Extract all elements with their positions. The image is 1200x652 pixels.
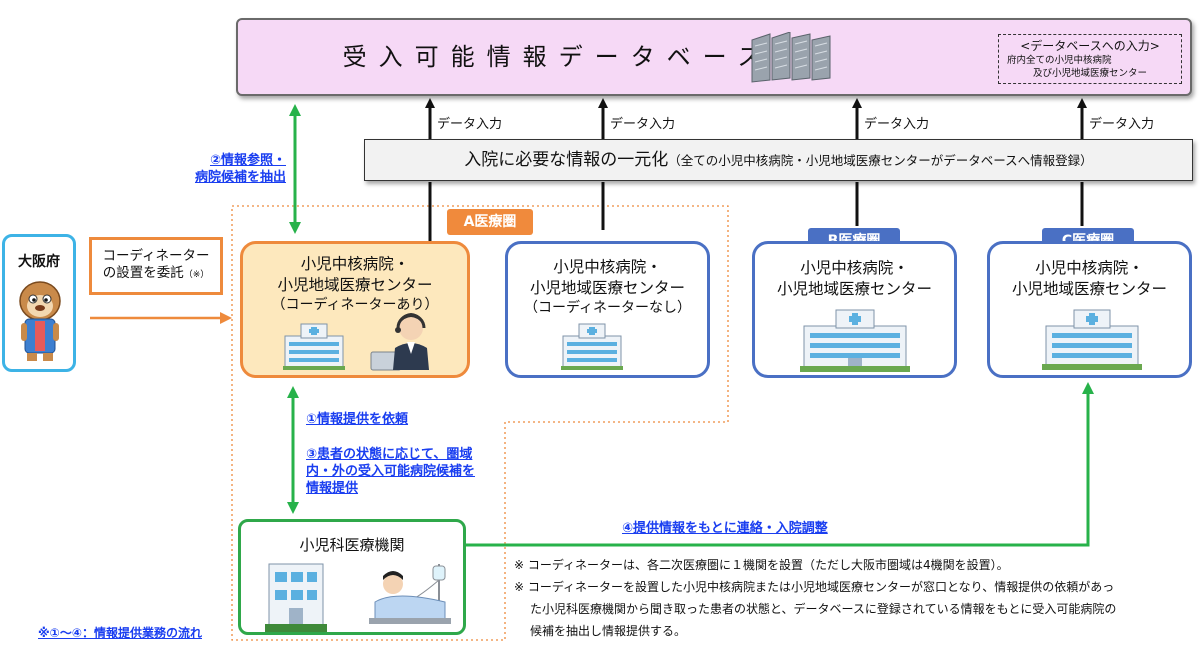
step3-line1: ③患者の状態に応じて、圏域 bbox=[306, 447, 473, 462]
data-input-label-1: データ入力 bbox=[437, 117, 503, 132]
step4-link[interactable]: ④提供情報をもとに連絡・入院調整 bbox=[622, 521, 828, 536]
flow-legend[interactable]: ※①～④：情報提供業務の流れ bbox=[38, 626, 202, 640]
step2-line2: 病院候補を抽出 bbox=[194, 170, 286, 185]
database-title: 受入可能情報データベース bbox=[342, 43, 774, 71]
contact-arrow bbox=[466, 382, 1094, 547]
data-input-label-2: データ入力 bbox=[610, 117, 676, 132]
coordinator-status: （コーディネーターなし） bbox=[523, 300, 692, 316]
entrust-line1: コーディネーター bbox=[102, 248, 210, 264]
step3-link[interactable]: ③患者の状態に応じて、圏域 内・外の受入可能病院候補を 情報提供 bbox=[306, 446, 475, 497]
hospital-line1: 小児中核病院・ bbox=[553, 258, 662, 276]
patient-bed-icon bbox=[369, 564, 451, 624]
unify-main: 入院に必要な情報の一元化 bbox=[464, 150, 669, 170]
step2-line1: ②情報参照・ bbox=[209, 153, 286, 168]
clinic-panel: 小児科医療機関 bbox=[238, 519, 466, 635]
prefecture-name: 大阪府 bbox=[18, 254, 60, 270]
hospital-with-coordinator: 小児中核病院・ 小児地域医療センター （コーディネーターあり） bbox=[240, 241, 470, 378]
notes-block: ※ コーディネーターは、各二次医療圏に１機関を設置（ただし大阪市圏域は4機関を設… bbox=[514, 554, 1194, 642]
note1: ※ コーディネーターは、各二次医療圏に１機関を設置（ただし大阪市圏域は4機関を設… bbox=[514, 558, 1009, 572]
hospital-without-coordinator: 小児中核病院・ 小児地域医療センター （コーディネーターなし） bbox=[505, 241, 710, 378]
entrust-line2: の設置を委託 bbox=[102, 265, 184, 281]
mascot-icon bbox=[19, 281, 61, 361]
hospital-building-icon bbox=[283, 323, 345, 370]
hospital-line2: 小児地域医療センター bbox=[776, 280, 932, 298]
step3-line2: 内・外の受入可能病院候補を bbox=[306, 464, 476, 479]
entrust-box: コーディネーター の設置を委託（※） bbox=[89, 237, 223, 295]
note2-line3: 候補を抽出し情報提供する。 bbox=[530, 624, 687, 638]
hospital-building-icon bbox=[800, 309, 910, 372]
hospital-line1: 小児中核病院・ bbox=[800, 259, 909, 277]
data-input-label-4: データ入力 bbox=[1089, 117, 1155, 132]
area-a-boundary bbox=[231, 205, 729, 641]
note2-line1: ※ コーディネーターを設置した小児中核病院または小児地域医療センターが窓口となり… bbox=[514, 580, 1115, 594]
unify-bar: 入院に必要な情報の一元化（全ての小児中核病院・小児地域医療センターがデータベース… bbox=[364, 139, 1193, 181]
input-note-line2: 及び小児地域医療センター bbox=[1033, 68, 1148, 79]
step1-link[interactable]: ①情報提供を依頼 bbox=[306, 412, 409, 427]
clinic-building-icon bbox=[265, 563, 327, 632]
prefecture-panel: 大阪府 bbox=[2, 234, 76, 372]
unify-detail: （全ての小児中核病院・小児地域医療センターがデータベースへ情報登録） bbox=[668, 153, 1093, 168]
database-input-note: <データベースへの入力> 府内全ての小児中核病院 及び小児地域医療センター bbox=[998, 34, 1182, 84]
step3-line3: 情報提供 bbox=[306, 481, 359, 496]
step2-link[interactable]: ②情報参照・ 病院候補を抽出 bbox=[174, 152, 286, 186]
hospital-area-c: 小児中核病院・ 小児地域医療センター bbox=[987, 241, 1192, 378]
clinic-title: 小児科医療機関 bbox=[299, 536, 405, 554]
server-rack-icon bbox=[751, 32, 831, 83]
input-note-heading: <データベースへの入力> bbox=[1020, 39, 1160, 53]
hospital-line2: 小児地域医療センター bbox=[529, 279, 685, 297]
coordinator-status: （コーディネーターあり） bbox=[271, 297, 439, 313]
entrust-mark: （※） bbox=[183, 270, 210, 280]
operator-headset-icon bbox=[370, 313, 429, 371]
hospital-building-icon bbox=[561, 323, 623, 370]
hospital-line1: 小児中核病院・ bbox=[1035, 259, 1144, 277]
database-panel: 受入可能情報データベース <データベースへの入力> 府内全ての小児中核病院 及び… bbox=[236, 18, 1192, 96]
input-note-line1: 府内全ての小児中核病院 bbox=[1007, 55, 1112, 66]
data-input-label-3: データ入力 bbox=[864, 117, 930, 132]
note2-line2: た小児科医療機関から聞き取った患者の状態と、データベースに登録されている情報をも… bbox=[530, 602, 1117, 616]
hospital-area-b: 小児中核病院・ 小児地域医療センター bbox=[752, 241, 957, 378]
hospital-line1: 小児中核病院・ bbox=[300, 255, 410, 273]
hospital-line2: 小児地域医療センター bbox=[1011, 280, 1167, 298]
hospital-building-icon bbox=[1042, 309, 1142, 370]
hospital-line2: 小児地域医療センター bbox=[277, 276, 433, 294]
area-a-tag: A医療圏 bbox=[447, 209, 533, 235]
